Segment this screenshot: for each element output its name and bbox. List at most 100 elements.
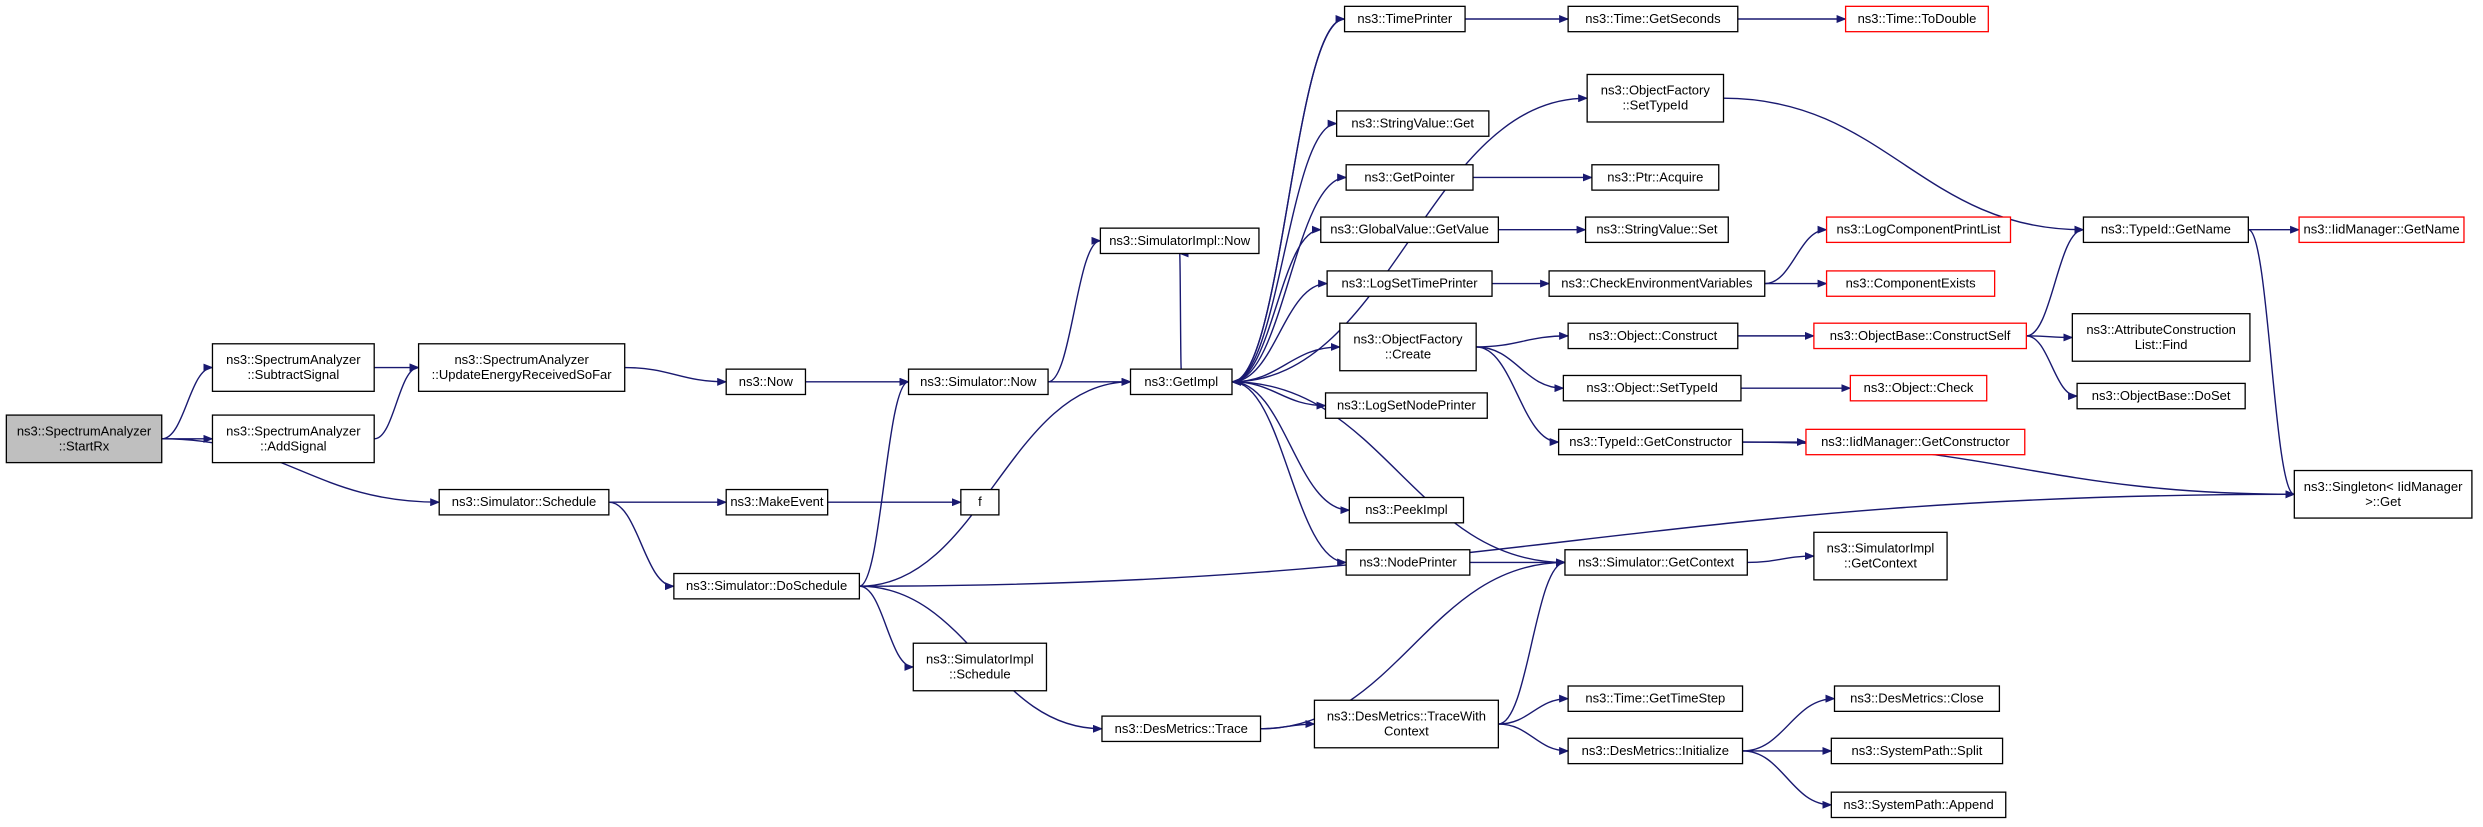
node-box — [1564, 549, 1748, 576]
node-desclose[interactable]: ns3::DesMetrics::Close — [1833, 685, 2001, 712]
node-objcheck[interactable]: ns3::Object::Check — [1849, 374, 1988, 402]
node-nodeprinter[interactable]: ns3::NodePrinter — [1345, 549, 1471, 576]
node-label: ns3::Simulator::DoSchedule — [686, 578, 847, 593]
node-box — [1335, 110, 1490, 137]
node-box — [5, 414, 163, 464]
node-label: ns3::SimulatorImpl::Now — [1109, 233, 1250, 248]
edge-tracewith-desinit — [1498, 723, 1570, 755]
node-label: ns3::Simulator::Schedule — [452, 494, 597, 509]
node-strvalset[interactable]: ns3::StringValue::Set — [1584, 216, 1729, 244]
node-box — [1326, 270, 1493, 297]
node-getimpl[interactable]: ns3::GetImpl — [1129, 368, 1233, 396]
node-ofcreate[interactable]: ns3::ObjectFactory::Create — [1339, 322, 1477, 372]
node-logsettime[interactable]: ns3::LogSetTimePrinter — [1326, 270, 1493, 297]
node-constructself[interactable]: ns3::ObjectBase::ConstructSelf — [1813, 322, 2028, 350]
node-desinit[interactable]: ns3::DesMetrics::Initialize — [1567, 737, 1744, 765]
edge-typeidgetname-singleton — [2247, 229, 2296, 499]
edge-update-now — [624, 366, 728, 386]
node-update[interactable]: ns3::SpectrumAnalyzer::UpdateEnergyRecei… — [417, 343, 626, 392]
node-label: ns3::GetPointer — [1364, 169, 1455, 184]
edge-getimpl-peekimpl — [1231, 381, 1351, 515]
node-label: ns3::Singleton< IidManager — [2304, 479, 2463, 494]
node-label: ns3::ObjectBase::ConstructSelf — [1830, 328, 2011, 343]
node-root[interactable]: ns3::SpectrumAnalyzer::StartRx — [5, 414, 163, 464]
node-doset[interactable]: ns3::ObjectBase::DoSet — [2076, 382, 2246, 410]
node-todouble[interactable]: ns3::Time::ToDouble — [1844, 5, 1989, 33]
node-logcomp[interactable]: ns3::LogComponentPrintList — [1825, 216, 2012, 244]
node-label: ns3::Time::GetTimeStep — [1585, 691, 1725, 706]
node-strvalget[interactable]: ns3::StringValue::Get — [1335, 110, 1490, 137]
node-label: ns3::DesMetrics::TraceWith — [1327, 709, 1486, 724]
edge-doschedule-simnow — [859, 377, 910, 587]
node-box — [1844, 5, 1989, 33]
node-simnow[interactable]: ns3::Simulator::Now — [907, 368, 1049, 396]
node-subtract[interactable]: ns3::SpectrumAnalyzer::SubtractSignal — [211, 343, 375, 392]
node-logsetnode[interactable]: ns3::LogSetNodePrinter — [1324, 392, 1488, 419]
node-getcontext[interactable]: ns3::Simulator::GetContext — [1564, 549, 1748, 576]
node-box — [725, 488, 829, 516]
node-checkenv[interactable]: ns3::CheckEnvironmentVariables — [1548, 270, 1766, 297]
node-implgetcontext[interactable]: ns3::SimulatorImpl::GetContext — [1813, 531, 1948, 581]
node-getconstructor[interactable]: ns3::TypeId::GetConstructor — [1557, 428, 1744, 456]
node-box — [1825, 270, 1996, 297]
node-objconstruct[interactable]: ns3::Object::Construct — [1567, 322, 1739, 350]
node-now[interactable]: ns3::Now — [725, 368, 807, 396]
node-ofsettypeid[interactable]: ns3::ObjectFactory::SetTypeId — [1586, 73, 1725, 123]
node-box — [1584, 216, 1729, 244]
node-label: ns3::DesMetrics::Trace — [1115, 721, 1248, 736]
node-box — [417, 343, 626, 392]
node-objsettypeid[interactable]: ns3::Object::SetTypeId — [1562, 374, 1742, 402]
node-acquire[interactable]: ns3::Ptr::Acquire — [1591, 164, 1720, 191]
edge-desinit-append — [1742, 750, 1833, 809]
node-schedule[interactable]: ns3::Simulator::Schedule — [438, 488, 610, 516]
node-box — [1813, 322, 2028, 350]
node-split[interactable]: ns3::SystemPath::Split — [1830, 737, 2004, 765]
node-label: ns3::LogComponentPrintList — [1837, 222, 2001, 237]
node-implnow[interactable]: ns3::SimulatorImpl::Now — [1099, 227, 1260, 255]
node-gvgetvalue[interactable]: ns3::GlobalValue::GetValue — [1320, 216, 1500, 244]
node-implschedule[interactable]: ns3::SimulatorImpl::Schedule — [912, 642, 1048, 692]
node-f[interactable]: f — [960, 488, 1000, 516]
node-box — [2071, 313, 2251, 362]
node-box — [2082, 216, 2249, 244]
node-destrace[interactable]: ns3::DesMetrics::Trace — [1101, 715, 1262, 743]
node-box — [1586, 73, 1725, 123]
node-getseconds[interactable]: ns3::Time::GetSeconds — [1567, 5, 1739, 33]
edge-doschedule-singleton — [859, 490, 2296, 587]
node-box — [1339, 322, 1477, 372]
node-iidgetconstructor[interactable]: ns3::IidManager::GetConstructor — [1805, 428, 2026, 456]
node-typeidgetname[interactable]: ns3::TypeId::GetName — [2082, 216, 2249, 244]
node-label: ns3::Time::GetSeconds — [1585, 11, 1721, 26]
node-getpointer[interactable]: ns3::GetPointer — [1345, 164, 1474, 191]
node-label: ns3::ObjectFactory — [1353, 331, 1463, 346]
node-label: ns3::SpectrumAnalyzer — [226, 352, 361, 367]
node-label: ns3::SimulatorImpl — [926, 651, 1034, 666]
node-timeprinter[interactable]: ns3::TimePrinter — [1343, 5, 1466, 33]
node-addsig[interactable]: ns3::SpectrumAnalyzer::AddSignal — [211, 414, 375, 464]
edge-addsig-update — [374, 363, 420, 440]
node-box — [1849, 374, 1988, 402]
node-label: ::Create — [1385, 346, 1431, 361]
node-append[interactable]: ns3::SystemPath::Append — [1830, 791, 2007, 819]
node-box — [438, 488, 610, 516]
node-doschedule[interactable]: ns3::Simulator::DoSchedule — [673, 572, 861, 600]
node-compexists[interactable]: ns3::ComponentExists — [1825, 270, 1996, 297]
node-box — [211, 343, 375, 392]
node-label: ::StartRx — [59, 438, 110, 453]
node-peekimpl[interactable]: ns3::PeekImpl — [1348, 496, 1465, 524]
node-makeevent[interactable]: ns3::MakeEvent — [725, 488, 829, 516]
node-box — [907, 368, 1049, 396]
edge-layer — [161, 15, 2301, 809]
node-box — [2293, 469, 2473, 519]
node-singleton[interactable]: ns3::Singleton< IidManager>::Get — [2293, 469, 2473, 519]
node-gettimestep[interactable]: ns3::Time::GetTimeStep — [1567, 685, 1744, 712]
node-label: ns3::Time::ToDouble — [1858, 11, 1977, 26]
node-label: ns3::Ptr::Acquire — [1607, 169, 1703, 184]
node-label: ns3::CheckEnvironmentVariables — [1561, 276, 1753, 291]
edge-getimpl-logsettime — [1231, 279, 1329, 383]
node-label: ns3::SpectrumAnalyzer — [226, 423, 361, 438]
node-iidgetname[interactable]: ns3::IidManager::GetName — [2298, 216, 2465, 244]
node-label: ::AddSignal — [260, 438, 327, 453]
